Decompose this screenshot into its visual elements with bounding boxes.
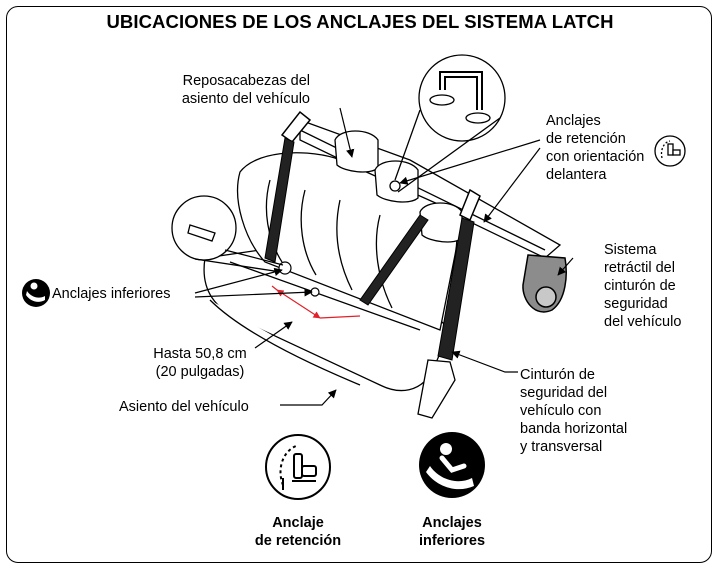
- lower-anchor-small-icon: [22, 279, 50, 307]
- headrest-left: [334, 130, 379, 173]
- diagram-frame: [6, 6, 712, 563]
- distance-label: Hasta 50,8 cm(20 pulgadas): [153, 346, 247, 380]
- right-shoulder-belt: [437, 188, 481, 361]
- leader-lines: [194, 107, 574, 406]
- diagram-title: UBICACIONES DE LOS ANCLAJES DEL SISTEMA …: [106, 11, 614, 32]
- center-lap-belt: [359, 214, 429, 306]
- lower-anchors-label: Anclajes inferiores: [52, 286, 171, 302]
- seat-label: Asiento del vehículo: [119, 399, 249, 415]
- magnifier-top: [394, 54, 506, 193]
- tether-anchor-icon: [265, 434, 331, 500]
- belt-receiver: [417, 359, 456, 419]
- left-shoulder-belt: [264, 110, 312, 263]
- lower-anchors-icon: [419, 432, 485, 498]
- tether-anchor-small-icon: [654, 135, 686, 167]
- retractor-housing: [522, 254, 567, 313]
- headrest-right: [374, 160, 419, 203]
- distance-indicator: [271, 285, 361, 319]
- magnifier-left: [171, 195, 284, 273]
